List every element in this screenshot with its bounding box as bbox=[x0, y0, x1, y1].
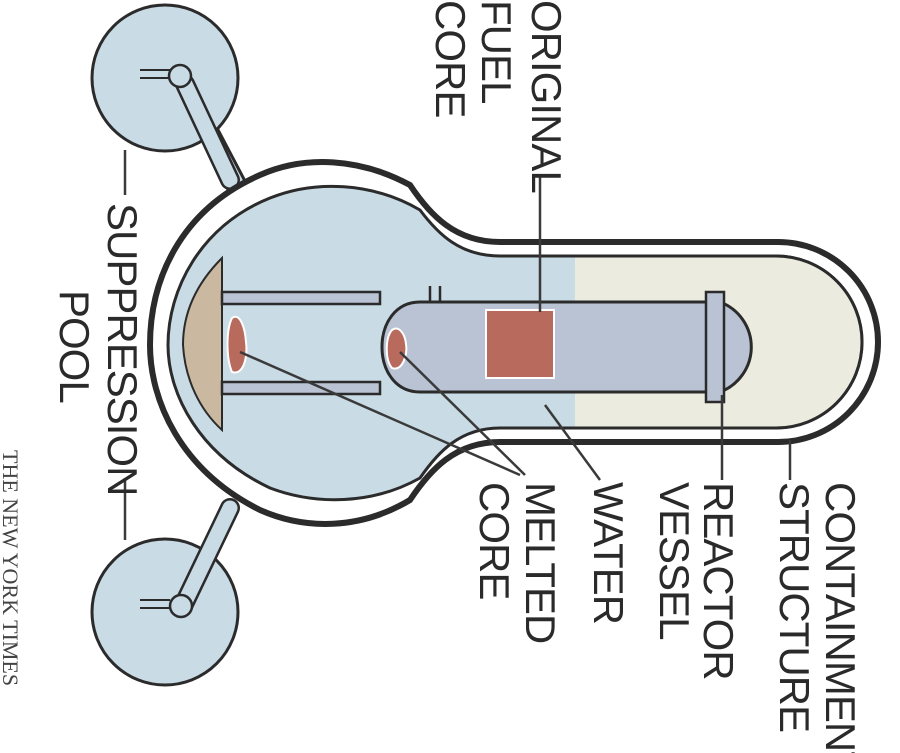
label-containment-structure: CONTAINMENT STRUCTURE bbox=[771, 482, 864, 753]
label-fuel: FUEL bbox=[473, 0, 520, 103]
label-core: CORE bbox=[427, 0, 474, 117]
label-suppression: SUPPRESSION bbox=[99, 203, 146, 495]
leader-lines bbox=[123, 150, 792, 540]
label-containment: CONTAINMENT bbox=[817, 482, 864, 753]
label-suppression-pool: SUPPRESSION POOL bbox=[51, 203, 146, 495]
label-pool: POOL bbox=[51, 290, 98, 403]
original-fuel-core bbox=[485, 309, 555, 379]
melted-core-in-pedestal bbox=[226, 315, 248, 374]
credit-line: THE NEW YORK TIMES bbox=[0, 450, 23, 686]
label-melted: MELTED bbox=[517, 482, 564, 643]
label-reactor-vessel: REACTOR VESSEL bbox=[651, 482, 742, 680]
vessel-pedestal bbox=[220, 290, 382, 396]
suppression-pool-top bbox=[90, 3, 251, 203]
label-reactor: REACTOR bbox=[695, 482, 742, 680]
suppression-pool-bottom bbox=[90, 498, 240, 687]
melted-core-in-vessel bbox=[385, 327, 408, 370]
label-original-fuel-core: ORIGINAL FUEL CORE bbox=[427, 0, 570, 193]
label-structure: STRUCTURE bbox=[771, 482, 818, 732]
label-water: WATER bbox=[585, 482, 632, 624]
label-melted-core: MELTED CORE bbox=[471, 482, 564, 643]
label-melted-core-word: CORE bbox=[471, 482, 518, 599]
label-original: ORIGINAL bbox=[523, 0, 570, 193]
label-vessel: VESSEL bbox=[651, 482, 698, 639]
reactor-vessel bbox=[380, 286, 753, 404]
